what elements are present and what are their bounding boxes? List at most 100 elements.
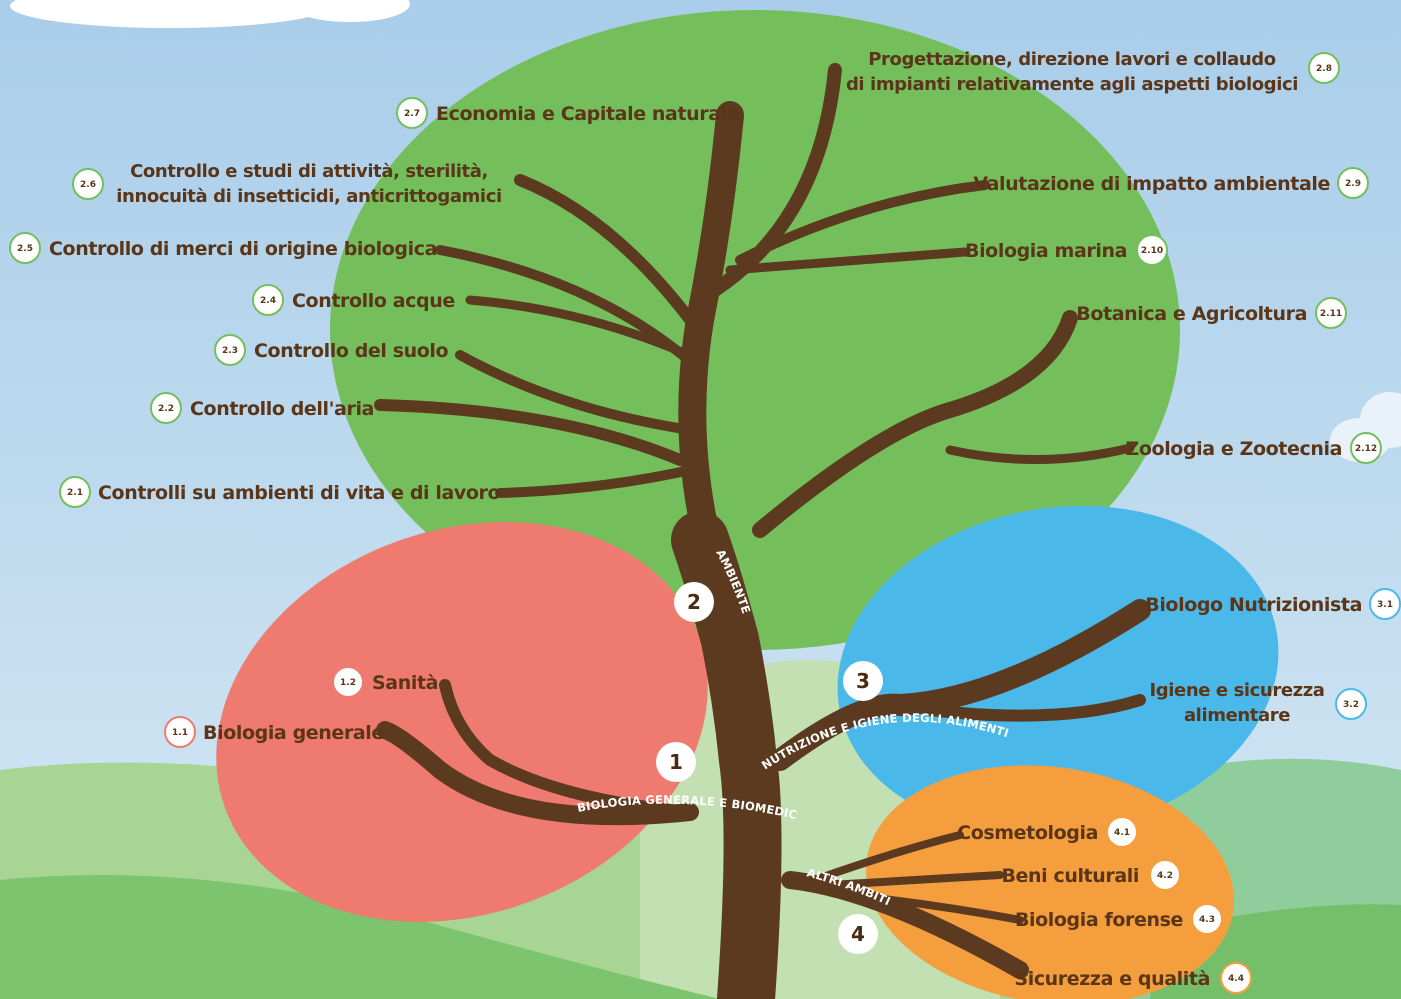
- branch-to-4: [781, 871, 1029, 979]
- item-2-12: Zoologia e Zootecnia 2.12: [1126, 432, 1382, 464]
- branch-2-12: [945, 443, 1135, 464]
- item-2-8: Progettazione, direzione lavori e collau…: [846, 49, 1340, 95]
- code-badge: [1149, 859, 1181, 891]
- branch-3-2: [924, 694, 1146, 722]
- item-1-2: 1.2 Sanità: [332, 666, 438, 698]
- code-badge: [1136, 234, 1168, 266]
- item-2-11: Botanica e Agricoltura 2.11: [1076, 297, 1347, 329]
- svg-text:2: 2: [687, 590, 701, 614]
- svg-text:Botanica e Agricoltura: Botanica e Agricoltura: [1076, 303, 1307, 325]
- svg-text:Controllo di merci di origine: Controllo di merci di origine biologica: [49, 238, 437, 260]
- branch-4-2: [826, 871, 1004, 889]
- branch-to-3: [769, 599, 1151, 771]
- svg-text:2.4: 2.4: [260, 296, 276, 306]
- svg-text:Zoologia e Zootecnia: Zoologia e Zootecnia: [1126, 438, 1342, 460]
- svg-text:4.2: 4.2: [1157, 871, 1173, 881]
- code-badge: [1315, 297, 1347, 329]
- branch-2-11: [752, 310, 1078, 538]
- svg-text:di impianti relativamente agli: di impianti relativamente agli aspetti b…: [846, 74, 1298, 95]
- code-badge: [1337, 167, 1369, 199]
- svg-text:Igiene e sicurezza: Igiene e sicurezza: [1149, 680, 1324, 701]
- svg-text:Biologia generale: Biologia generale: [203, 722, 384, 744]
- code-badge: [1335, 688, 1367, 720]
- item-2-4: 2.4 Controllo acque: [252, 284, 455, 316]
- svg-text:innocuità di insetticidi, anti: innocuità di insetticidi, anticrittogami…: [116, 186, 501, 207]
- branch-2-9: [735, 180, 990, 265]
- group-number-4: 4: [838, 914, 878, 954]
- svg-text:Controllo acque: Controllo acque: [292, 290, 455, 312]
- svg-text:4.4: 4.4: [1228, 974, 1244, 984]
- canopy-blue: [837, 505, 1279, 835]
- item-4-4: Sicurezza e qualità 4.4: [1014, 962, 1252, 994]
- item-3-2: Igiene e sicurezza alimentare 3.2: [1149, 680, 1367, 726]
- svg-text:2.9: 2.9: [1345, 179, 1361, 189]
- item-2-7: 2.7 Economia e Capitale naturale: [396, 97, 740, 129]
- item-2-10: Biologia marina 2.10: [965, 234, 1168, 266]
- svg-text:2.5: 2.5: [17, 244, 33, 254]
- item-2-1: 2.1 Controlli su ambienti di vita e di l…: [59, 476, 501, 508]
- svg-text:3.2: 3.2: [1343, 700, 1359, 710]
- code-badge: [59, 476, 91, 508]
- svg-text:Controllo e studi di attività,: Controllo e studi di attività, sterilità…: [130, 161, 488, 182]
- group-number-2: 2: [674, 582, 714, 622]
- svg-text:Economia e Capitale naturale: Economia e Capitale naturale: [436, 103, 739, 125]
- item-3-1: Biologo Nutrizionista 3.1: [1145, 588, 1401, 620]
- svg-text:Controllo dell'aria: Controllo dell'aria: [190, 398, 374, 420]
- svg-text:1: 1: [669, 750, 683, 774]
- svg-text:Biologia forense: Biologia forense: [1015, 909, 1183, 931]
- svg-text:4.1: 4.1: [1114, 828, 1130, 838]
- item-2-5: 2.5 Controllo di merci di origine biolog…: [9, 232, 437, 264]
- item-4-3: Biologia forense 4.3: [1015, 903, 1223, 935]
- branch-4-1: [816, 831, 964, 882]
- svg-text:Sanità: Sanità: [372, 672, 438, 694]
- code-badge: [396, 97, 428, 129]
- code-badge: [1191, 903, 1223, 935]
- item-2-6: 2.6 Controllo e studi di attività, steri…: [72, 161, 502, 207]
- group-number-3: 3: [843, 661, 883, 701]
- code-badge: [9, 232, 41, 264]
- trunk: [671, 511, 782, 999]
- code-badge: [1350, 432, 1382, 464]
- hill-shape: [0, 875, 720, 999]
- code-badge: [1308, 52, 1340, 84]
- code-badge: [1106, 816, 1138, 848]
- svg-text:Beni culturali: Beni culturali: [1001, 865, 1139, 887]
- svg-text:2.2: 2.2: [158, 404, 174, 414]
- item-1-1: 1.1 Biologia generale: [164, 716, 384, 748]
- svg-text:2.11: 2.11: [1320, 309, 1342, 319]
- svg-text:2.7: 2.7: [404, 109, 420, 119]
- code-badge: [214, 334, 246, 366]
- svg-text:4: 4: [851, 922, 865, 946]
- code-badge: [252, 284, 284, 316]
- item-2-9: Valutazione di impatto ambientale 2.9: [973, 167, 1369, 199]
- item-4-1: Cosmetologia 4.1: [957, 816, 1138, 848]
- svg-text:2.12: 2.12: [1355, 444, 1377, 454]
- branch-2-2: [374, 399, 686, 466]
- branch-2-3: [455, 350, 695, 435]
- svg-text:1.1: 1.1: [172, 728, 188, 738]
- item-4-2: Beni culturali 4.2: [1001, 859, 1181, 891]
- code-badge: [1220, 962, 1252, 994]
- svg-text:3: 3: [856, 669, 870, 693]
- branch-4-3: [846, 891, 1024, 924]
- svg-text:2.3: 2.3: [222, 346, 238, 356]
- svg-text:3.1: 3.1: [1377, 600, 1393, 610]
- code-badge: [150, 392, 182, 424]
- svg-text:4.3: 4.3: [1199, 915, 1215, 925]
- code-badge: [332, 666, 364, 698]
- branch-1-1: [376, 721, 699, 826]
- branch-1-2: [439, 679, 696, 818]
- branch-2-1: [495, 465, 695, 498]
- svg-text:2.8: 2.8: [1316, 64, 1332, 74]
- svg-text:2.10: 2.10: [1141, 246, 1163, 256]
- svg-text:Biologo Nutrizionista: Biologo Nutrizionista: [1145, 594, 1362, 616]
- branch-main-up: [678, 101, 744, 574]
- branch-2-5: [435, 245, 705, 375]
- svg-text:Valutazione di impatto ambient: Valutazione di impatto ambientale: [973, 173, 1330, 195]
- svg-text:Cosmetologia: Cosmetologia: [957, 822, 1098, 844]
- svg-text:2.6: 2.6: [80, 180, 96, 190]
- cloud-shape: [10, 0, 410, 28]
- svg-text:Progettazione, direzione lavor: Progettazione, direzione lavori e collau…: [868, 49, 1275, 70]
- svg-text:1.2: 1.2: [340, 678, 356, 688]
